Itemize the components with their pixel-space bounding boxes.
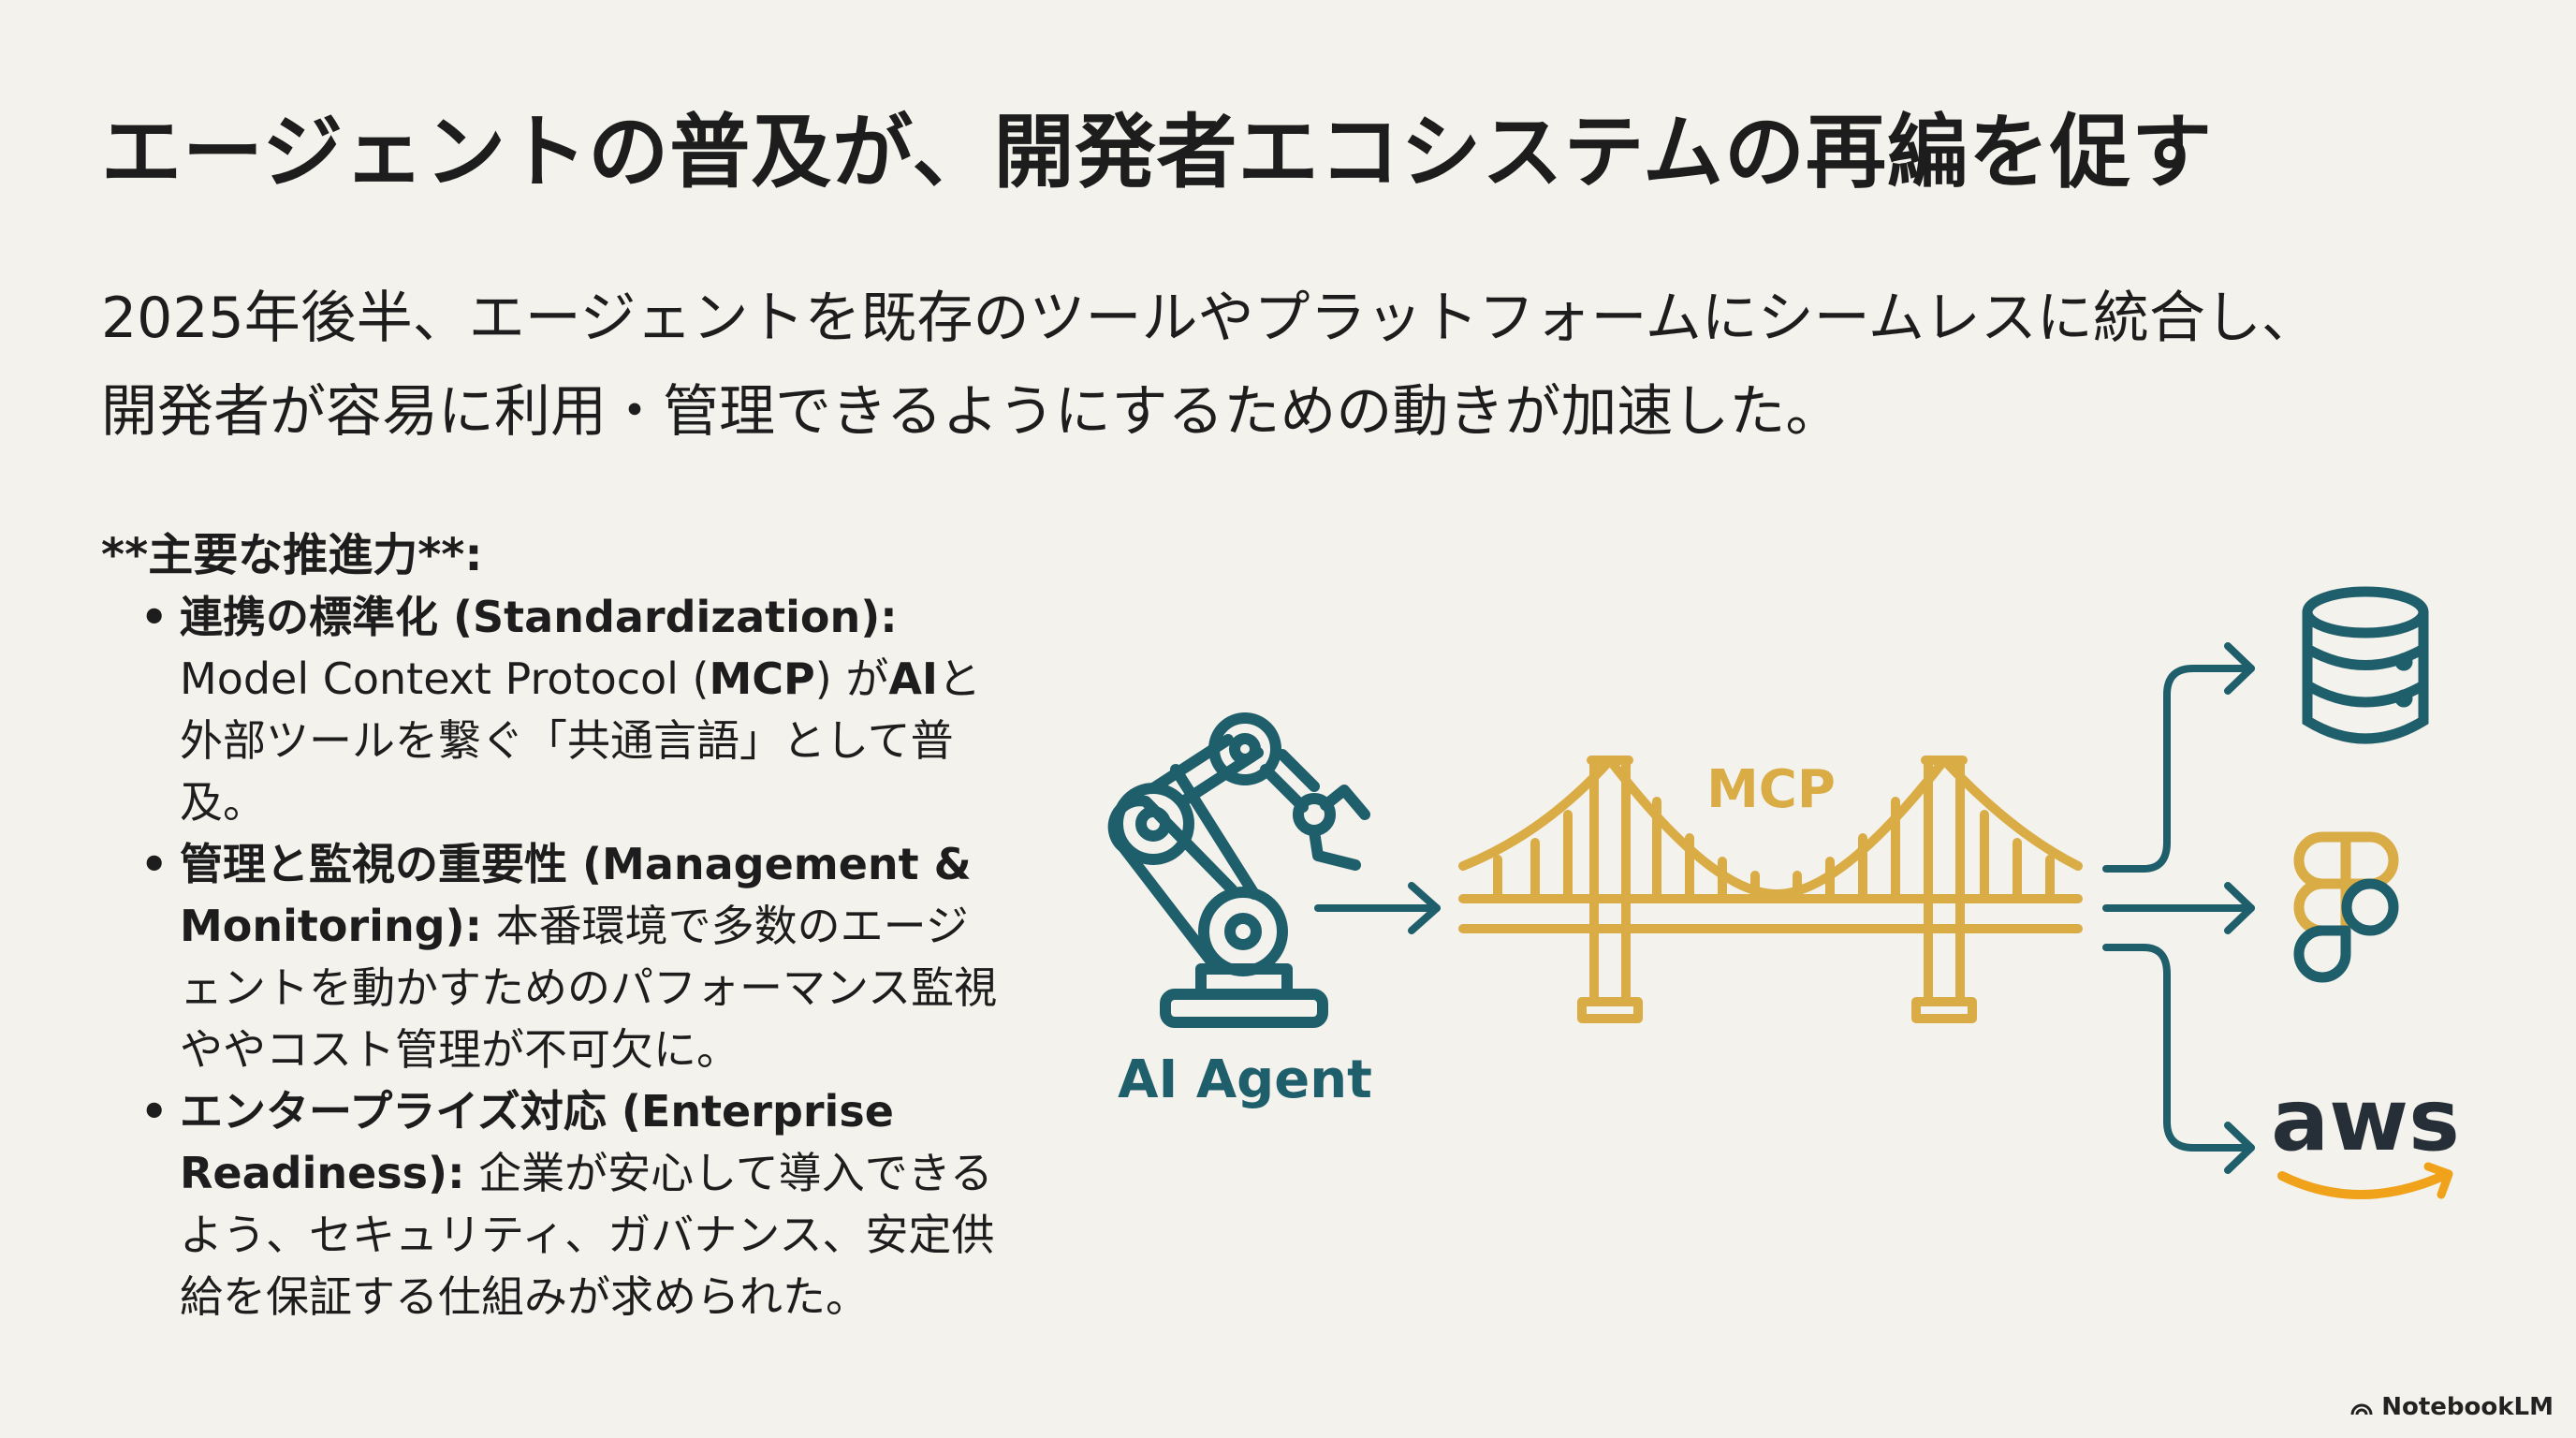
arrow-to-database <box>2102 665 2255 873</box>
watermark: NotebookLM <box>2349 1393 2554 1421</box>
driver-item-management: • 管理と監視の重要性 (Management & Monitoring): 本… <box>140 833 1000 1080</box>
driver-text: Model Context Protocol (MCP) がAIと外部ツールを繋… <box>180 653 981 828</box>
robot-arm-icon <box>1107 712 1370 1028</box>
driver-text: 本番環境で多数のエージェントを動かすためのパフォーマンス監視ややコスト管理が不可… <box>180 901 998 1075</box>
page-title: エージェントの普及が、開発者エコシステムの再編を促す <box>101 106 2213 199</box>
arrow-to-aws <box>2102 944 2255 1152</box>
driver-title: 連携の標準化 (Standardization): <box>180 592 898 642</box>
database-icon <box>2302 586 2429 744</box>
lead-line-2: 開発者が容易に利用・管理できるようにするための動きが加速した。 <box>101 379 1842 445</box>
driver-text: 企業が安心して導入できるよう、セキュリティ、ガバナンス、安定供給を保証する仕組み… <box>180 1148 995 1322</box>
branch-arrows <box>2102 642 2255 1174</box>
drivers-heading: **主要な推進力**: <box>101 529 483 581</box>
mcp-label: MCP <box>1706 759 1836 820</box>
drivers-section: **主要な推進力**: • 連携の標準化 (Standardization): … <box>101 524 1000 1328</box>
drivers-list: • 連携の標準化 (Standardization): Model Contex… <box>101 586 1000 1328</box>
driver-title: 管理と監視の重要性 (Management & Monitoring): <box>180 839 972 951</box>
aws-wordmark: aws <box>2271 1070 2460 1170</box>
aws-logo: aws <box>2271 1070 2460 1199</box>
driver-item-enterprise: • エンタープライズ対応 (Enterprise Readiness): 企業が… <box>140 1080 1000 1328</box>
driver-item-standardization: • 連携の標準化 (Standardization): Model Contex… <box>140 586 1000 833</box>
ai-agent-label: AI Agent <box>1118 1049 1372 1110</box>
bullet-dot: • <box>140 1086 168 1137</box>
figma-icon <box>2293 831 2399 983</box>
driver-text-part: Model Context Protocol ( <box>180 653 710 704</box>
bridge-icon <box>1458 756 2083 1023</box>
driver-text-part: ) が <box>814 653 889 704</box>
driver-text-part: と外部ツールを繋ぐ「共通言語」として普及。 <box>180 653 982 828</box>
lead-paragraph: 2025年後半、エージェントを既存のツールやプラットフォームにシームレスに統合し… <box>101 271 2460 459</box>
lead-line-1: 2025年後半、エージェントを既存のツールやプラットフォームにシームレスに統合し… <box>101 286 2318 351</box>
watermark-text: NotebookLM <box>2381 1393 2554 1421</box>
driver-title: エンタープライズ対応 (Enterprise Readiness): <box>180 1086 894 1198</box>
bullet-dot: • <box>140 839 168 889</box>
driver-text-bold: MCP <box>709 653 815 704</box>
notebooklm-icon <box>2350 1403 2373 1416</box>
bullet-dot: • <box>140 592 168 642</box>
driver-text-bold: AI <box>888 653 939 704</box>
arrow-icon <box>1314 882 1441 934</box>
